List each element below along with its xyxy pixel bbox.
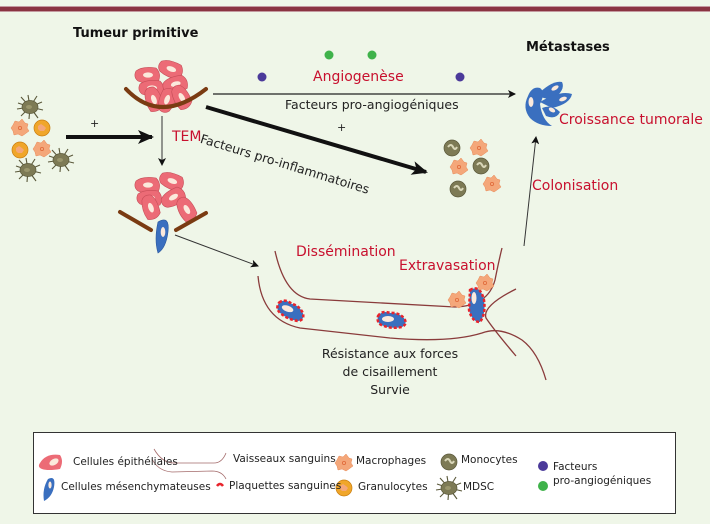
legend: Cellules épithéliales Cellules mésenchym… [33, 432, 676, 514]
legend-label-granulocytes: Granulocytes [358, 481, 428, 493]
factor-green-dot [367, 50, 377, 60]
colonisation-arrow [523, 136, 540, 247]
extravasating-cell [467, 287, 486, 324]
shear-line-2: de cisaillement [342, 364, 438, 379]
metastases-title: Métastases [526, 40, 610, 55]
macrophage-cell [469, 138, 489, 157]
legend-mesenchymal-icon [43, 478, 55, 501]
basement-membrane [174, 211, 208, 232]
legend-monocyte-icon [440, 453, 458, 471]
basement-membrane [118, 210, 153, 232]
macrophage-cell [32, 139, 52, 158]
legend-label-factors: Facteurs pro-angiogéniques [553, 460, 651, 488]
dissemination-arrow [174, 234, 259, 268]
primary-tumor-title: Tumeur primitive [73, 26, 199, 41]
legend-vessel-icon [151, 448, 227, 480]
plus-sign: + [90, 117, 100, 130]
legend-label-epithelial: Cellules épithéliales [73, 456, 178, 468]
legend-label-mesenchymal: Cellules mésenchymateuses [61, 481, 211, 493]
factor-green-dot [324, 50, 334, 60]
factor-purple-dot [455, 72, 465, 82]
granulocyte-cell [11, 141, 29, 159]
monocyte-cell [443, 139, 461, 157]
circulating-tumor-cell [376, 310, 407, 330]
shear-line-1: Résistance aux forces [321, 346, 459, 361]
tumor-growth-label: Croissance tumorale [559, 112, 703, 128]
emt-tumor-cluster [118, 168, 208, 254]
granulocyte-cell [33, 119, 51, 137]
pro-angiogenic-factors-label: Facteurs pro-angiogéniques [285, 97, 459, 112]
primary-tumor-cluster [124, 56, 208, 116]
immune-cells-left [10, 94, 75, 183]
monocyte-cell [472, 157, 490, 175]
mdsc-cell [14, 157, 42, 183]
macrophage-cell [449, 157, 469, 176]
dissemination-label: Dissémination [296, 244, 396, 260]
mdsc-cell [16, 94, 44, 120]
top-border [0, 6, 710, 12]
legend-label-mdsc: MDSC [463, 481, 495, 493]
monocyte-cell [449, 180, 467, 198]
legend-label-vessels: Vaisseaux sanguins [233, 453, 336, 465]
legend-label-monocytes: Monocytes [461, 454, 518, 466]
legend-label-platelets: Plaquettes sanguines [229, 480, 342, 492]
macrophage-cell [482, 174, 502, 193]
inflammatory-arrow [205, 105, 428, 175]
legend-factors-line2: pro-angiogéniques [553, 475, 652, 487]
legend-factors-line1: Facteurs [553, 461, 598, 473]
angiogenesis-label: Angiogenèse [313, 69, 404, 85]
legend-macrophage-icon [334, 453, 354, 472]
legend-epithelial-icon [38, 454, 62, 470]
survival-line: Survie [370, 382, 410, 397]
shear-resistance-label: Résistance aux forces de cisaillement Su… [300, 345, 480, 399]
colonisation-label: Colonisation [532, 178, 619, 194]
legend-purple-factor-icon [538, 461, 548, 471]
macrophage-cell [447, 290, 467, 309]
emt-label: TEM [172, 129, 202, 145]
immune-cells-premetastatic [443, 138, 502, 198]
extravasation-label: Extravasation [399, 258, 496, 274]
mdsc-cell [47, 147, 75, 173]
macrophage-cell [10, 118, 30, 137]
legend-label-macrophages: Macrophages [356, 455, 427, 467]
basement-membrane [124, 87, 208, 109]
metastasis-cluster [525, 81, 572, 126]
factor-purple-dot [257, 72, 267, 82]
legend-mdsc-icon [435, 475, 463, 501]
legend-green-factor-icon [538, 481, 548, 491]
plus-sign: + [337, 121, 347, 134]
legend-platelet-icon [216, 482, 224, 487]
